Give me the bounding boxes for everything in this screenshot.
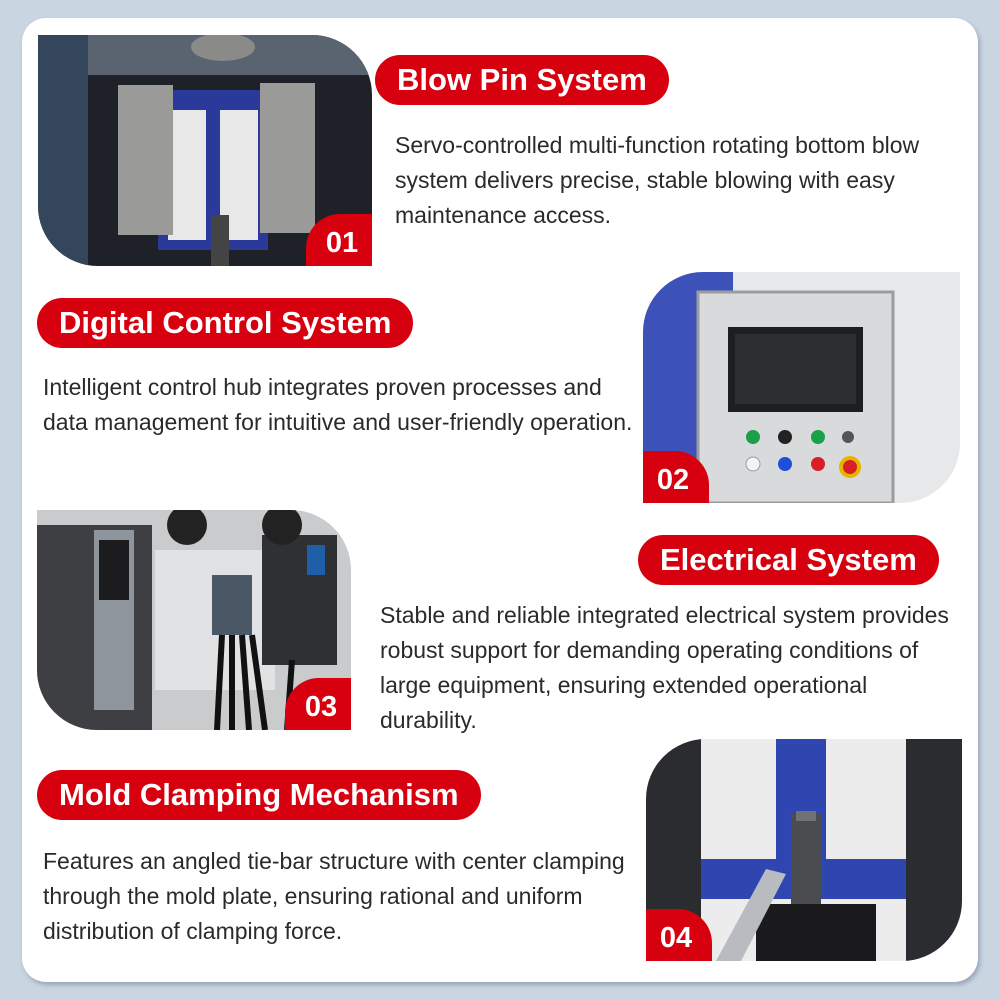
electrical-cabinet-photo: 03 bbox=[37, 510, 351, 730]
feature-card: 01 Blow Pin System Servo-controlled mult… bbox=[22, 18, 978, 982]
feature-number-badge: 04 bbox=[646, 909, 712, 961]
mold-clamping-photo: 04 bbox=[646, 739, 962, 961]
feature-title-pill: Electrical System bbox=[638, 535, 939, 585]
feature-number-badge: 01 bbox=[306, 214, 372, 266]
feature-number-badge: 02 bbox=[643, 451, 709, 503]
feature-description: Intelligent control hub integrates prove… bbox=[43, 374, 633, 435]
control-panel-photo: 02 bbox=[643, 272, 960, 503]
feature-number-badge: 03 bbox=[285, 678, 351, 730]
feature-description: Features an angled tie-bar structure wit… bbox=[43, 848, 625, 944]
feature-title-pill: Digital Control System bbox=[37, 298, 414, 348]
feature-title-pill: Mold Clamping Mechanism bbox=[37, 770, 481, 820]
feature-description: Servo-controlled multi-function rotating… bbox=[395, 132, 920, 228]
feature-title-pill: Blow Pin System bbox=[375, 55, 669, 105]
blow-pin-system-photo: 01 bbox=[38, 35, 372, 266]
feature-description: Stable and reliable integrated electrica… bbox=[380, 602, 949, 733]
